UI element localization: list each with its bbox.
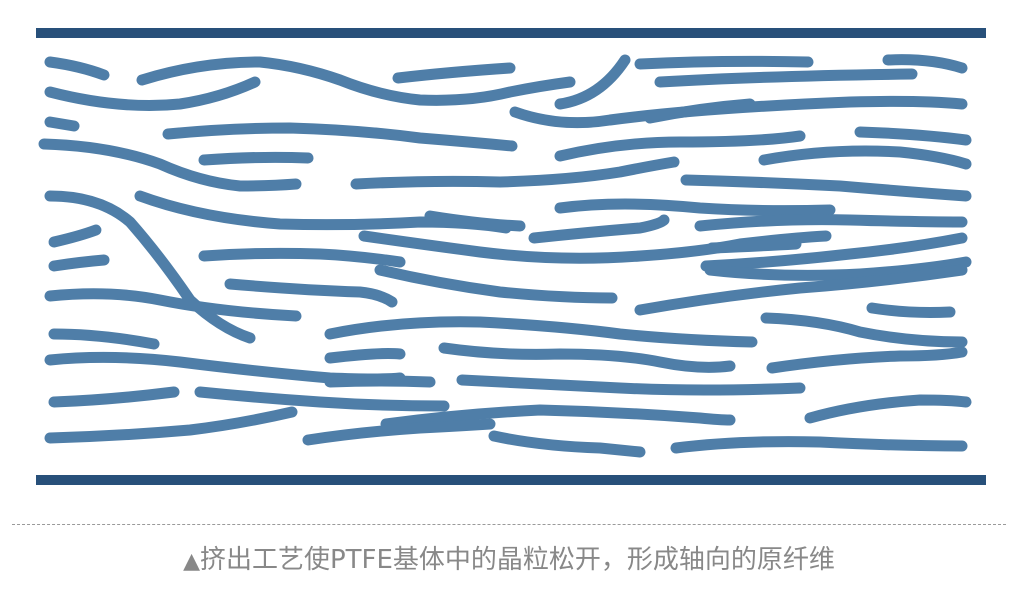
fiber: [194, 386, 450, 412]
fiber: [136, 56, 576, 106]
fiber: [44, 288, 302, 322]
fiber: [302, 418, 496, 446]
fiber: [680, 174, 972, 202]
fiber: [554, 198, 836, 217]
fiber-group: [38, 54, 972, 458]
fiber: [424, 210, 526, 232]
fiber: [44, 406, 298, 444]
fiber: [198, 151, 314, 166]
triangle-marker-icon: ▲: [183, 549, 200, 574]
fiber: [44, 56, 110, 81]
fiber: [224, 278, 398, 308]
fiber: [48, 386, 180, 408]
caption-text: 挤出工艺使PTFE基体中的晶粒松开，形成轴向的原纤维: [199, 545, 835, 575]
fiber: [392, 62, 516, 84]
fiber: [198, 247, 406, 268]
fiber: [704, 256, 972, 281]
fiber: [670, 436, 968, 454]
fiber: [48, 224, 102, 248]
fiber: [866, 302, 956, 318]
fiber: [554, 54, 631, 110]
fiber: [438, 342, 736, 373]
fiber: [634, 264, 968, 316]
fiber: [758, 145, 972, 170]
fiber: [706, 238, 802, 254]
fiber: [654, 68, 918, 88]
fiber-diagram: [36, 28, 986, 485]
dashed-separator: [12, 524, 1006, 525]
fiber: [760, 312, 968, 348]
fiber: [509, 95, 968, 129]
fiber: [882, 54, 968, 74]
top-wall: [36, 28, 986, 38]
fiber: [854, 126, 972, 146]
fiber: [44, 116, 80, 132]
fiber: [324, 316, 758, 348]
fiber: [44, 76, 261, 111]
fiber: [804, 394, 972, 424]
bottom-wall: [36, 475, 986, 485]
fiber: [634, 55, 814, 70]
fiber: [44, 190, 256, 344]
fiber: [694, 214, 968, 232]
fiber: [488, 430, 646, 458]
fiber: [324, 348, 406, 364]
fiber: [700, 232, 968, 272]
fiber: [380, 404, 736, 430]
fiber: [554, 130, 806, 162]
fiber: [38, 138, 302, 192]
fiber: [162, 122, 518, 152]
fiber: [48, 254, 110, 272]
fiber: [350, 156, 680, 190]
fiber: [324, 375, 436, 388]
fiber: [456, 374, 806, 396]
figure-caption: ▲挤出工艺使PTFE基体中的晶粒松开，形成轴向的原纤维: [0, 540, 1018, 580]
fiber: [766, 346, 968, 374]
fiber: [528, 214, 670, 244]
fiber: [374, 264, 618, 304]
fiber: [48, 328, 160, 350]
